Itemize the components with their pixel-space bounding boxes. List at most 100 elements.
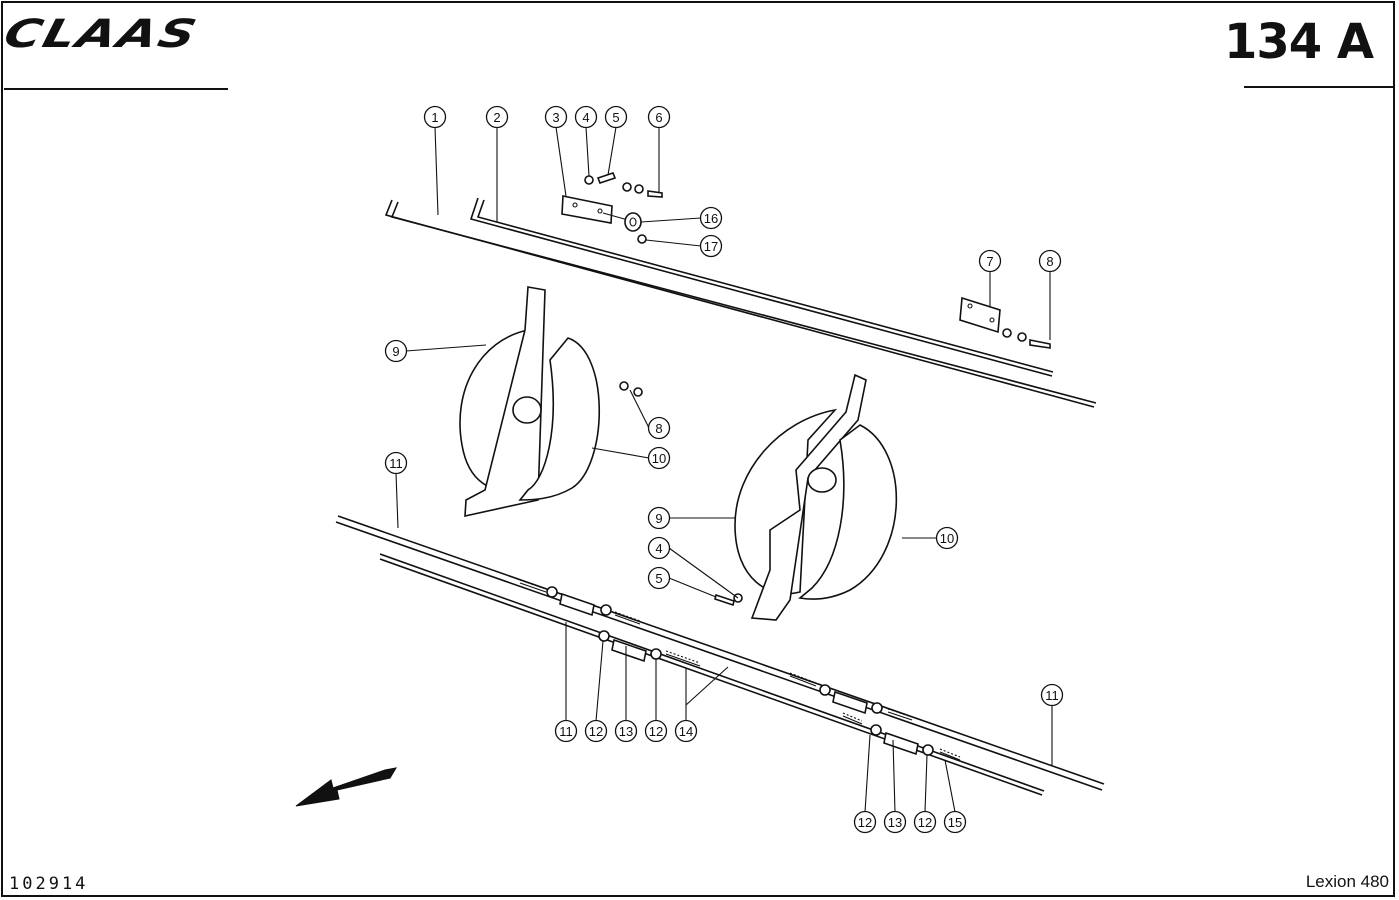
callout-number: 11 xyxy=(389,456,403,471)
bushing-16-17 xyxy=(624,212,647,244)
logo-underline xyxy=(4,88,228,90)
callout-12: 12 xyxy=(644,719,668,743)
callout-number: 1 xyxy=(431,110,438,125)
right-disc-9 xyxy=(734,373,867,621)
bracket-7 xyxy=(959,296,1051,349)
callout-circle xyxy=(647,536,671,560)
sheet-number: 134 A xyxy=(1223,14,1374,70)
callout-8: 8 xyxy=(1038,249,1062,273)
callout-number: 8 xyxy=(655,421,662,436)
callout-circle xyxy=(614,719,638,743)
rod-11-lower xyxy=(335,515,1105,796)
callout-number: 4 xyxy=(655,541,662,556)
callout-9: 9 xyxy=(384,339,408,363)
threaded-sections-14-15 xyxy=(519,579,961,761)
rod-2 xyxy=(469,197,1054,377)
callout-number: 3 xyxy=(552,110,559,125)
callout-circle xyxy=(485,105,509,129)
leader-lines xyxy=(395,126,1053,813)
callout-circle xyxy=(423,105,447,129)
sleeves-13-nuts-12 xyxy=(546,586,934,756)
callout-circle xyxy=(584,719,608,743)
callout-number: 10 xyxy=(940,531,954,546)
callout-circle xyxy=(699,206,723,230)
callout-12: 12 xyxy=(584,719,608,743)
callout-circle xyxy=(647,506,671,530)
callout-9: 9 xyxy=(647,506,671,530)
callout-number: 13 xyxy=(619,724,633,739)
callout-1: 1 xyxy=(423,105,447,129)
callout-circle xyxy=(883,810,907,834)
bracket-3 xyxy=(561,195,629,224)
callout-7: 7 xyxy=(978,249,1002,273)
callout-16: 16 xyxy=(699,206,723,230)
callout-number: 12 xyxy=(858,815,872,830)
callout-number: 12 xyxy=(589,724,603,739)
callout-number: 2 xyxy=(493,110,500,125)
callout-number: 8 xyxy=(1046,254,1053,269)
callout-number: 9 xyxy=(392,344,399,359)
callout-13: 13 xyxy=(883,810,907,834)
callout-circle xyxy=(935,526,959,550)
right-disc-10 xyxy=(714,424,898,607)
callout-number: 10 xyxy=(652,451,666,466)
callout-number: 6 xyxy=(655,110,662,125)
callout-number: 9 xyxy=(655,511,662,526)
callout-number: 13 xyxy=(888,815,902,830)
drawing-number: 102914 xyxy=(9,874,89,894)
callout-circle xyxy=(647,446,671,470)
callout-circle xyxy=(554,719,578,743)
callout-circle xyxy=(978,249,1002,273)
model-name: Lexion 480 xyxy=(1305,872,1389,891)
left-disc-10 xyxy=(518,337,643,501)
callout-number: 4 xyxy=(582,110,589,125)
rod-1 xyxy=(384,199,1097,408)
callout-circle xyxy=(384,339,408,363)
callout-number: 5 xyxy=(655,571,662,586)
callout-number: 14 xyxy=(679,724,693,739)
callout-17: 17 xyxy=(699,234,723,258)
callout-4: 4 xyxy=(647,536,671,560)
callout-4: 4 xyxy=(574,105,598,129)
callout-6: 6 xyxy=(647,105,671,129)
callout-number: 15 xyxy=(948,815,962,830)
callout-circle xyxy=(644,719,668,743)
callout-circle xyxy=(647,416,671,440)
callout-circle xyxy=(544,105,568,129)
callout-circle xyxy=(1038,249,1062,273)
callout-circle xyxy=(674,719,698,743)
callout-10: 10 xyxy=(935,526,959,550)
callout-circle xyxy=(647,105,671,129)
callout-circle xyxy=(384,451,408,475)
callout-14: 14 xyxy=(674,719,698,743)
callout-number: 12 xyxy=(918,815,932,830)
callout-circle xyxy=(699,234,723,258)
left-disc-9 xyxy=(459,286,546,518)
callout-12: 12 xyxy=(913,810,937,834)
callout-number: 7 xyxy=(986,254,993,269)
callout-circle xyxy=(1040,683,1064,707)
callout-number: 16 xyxy=(704,211,718,226)
callout-5: 5 xyxy=(647,566,671,590)
callout-number: 5 xyxy=(612,110,619,125)
callout-number: 11 xyxy=(1045,688,1059,703)
callout-circle xyxy=(574,105,598,129)
callout-2: 2 xyxy=(485,105,509,129)
callout-number: 17 xyxy=(704,239,718,254)
callout-circle xyxy=(853,810,877,834)
callout-11: 11 xyxy=(1040,683,1064,707)
callout-circle xyxy=(647,566,671,590)
hardware-4-5-6 xyxy=(584,172,663,198)
callout-number: 12 xyxy=(649,724,663,739)
callout-12: 12 xyxy=(853,810,877,834)
callout-3: 3 xyxy=(544,105,568,129)
callout-10: 10 xyxy=(647,446,671,470)
callout-circle xyxy=(943,810,967,834)
callout-8: 8 xyxy=(647,416,671,440)
callout-circle xyxy=(604,105,628,129)
callout-circle xyxy=(913,810,937,834)
callout-11: 11 xyxy=(554,719,578,743)
